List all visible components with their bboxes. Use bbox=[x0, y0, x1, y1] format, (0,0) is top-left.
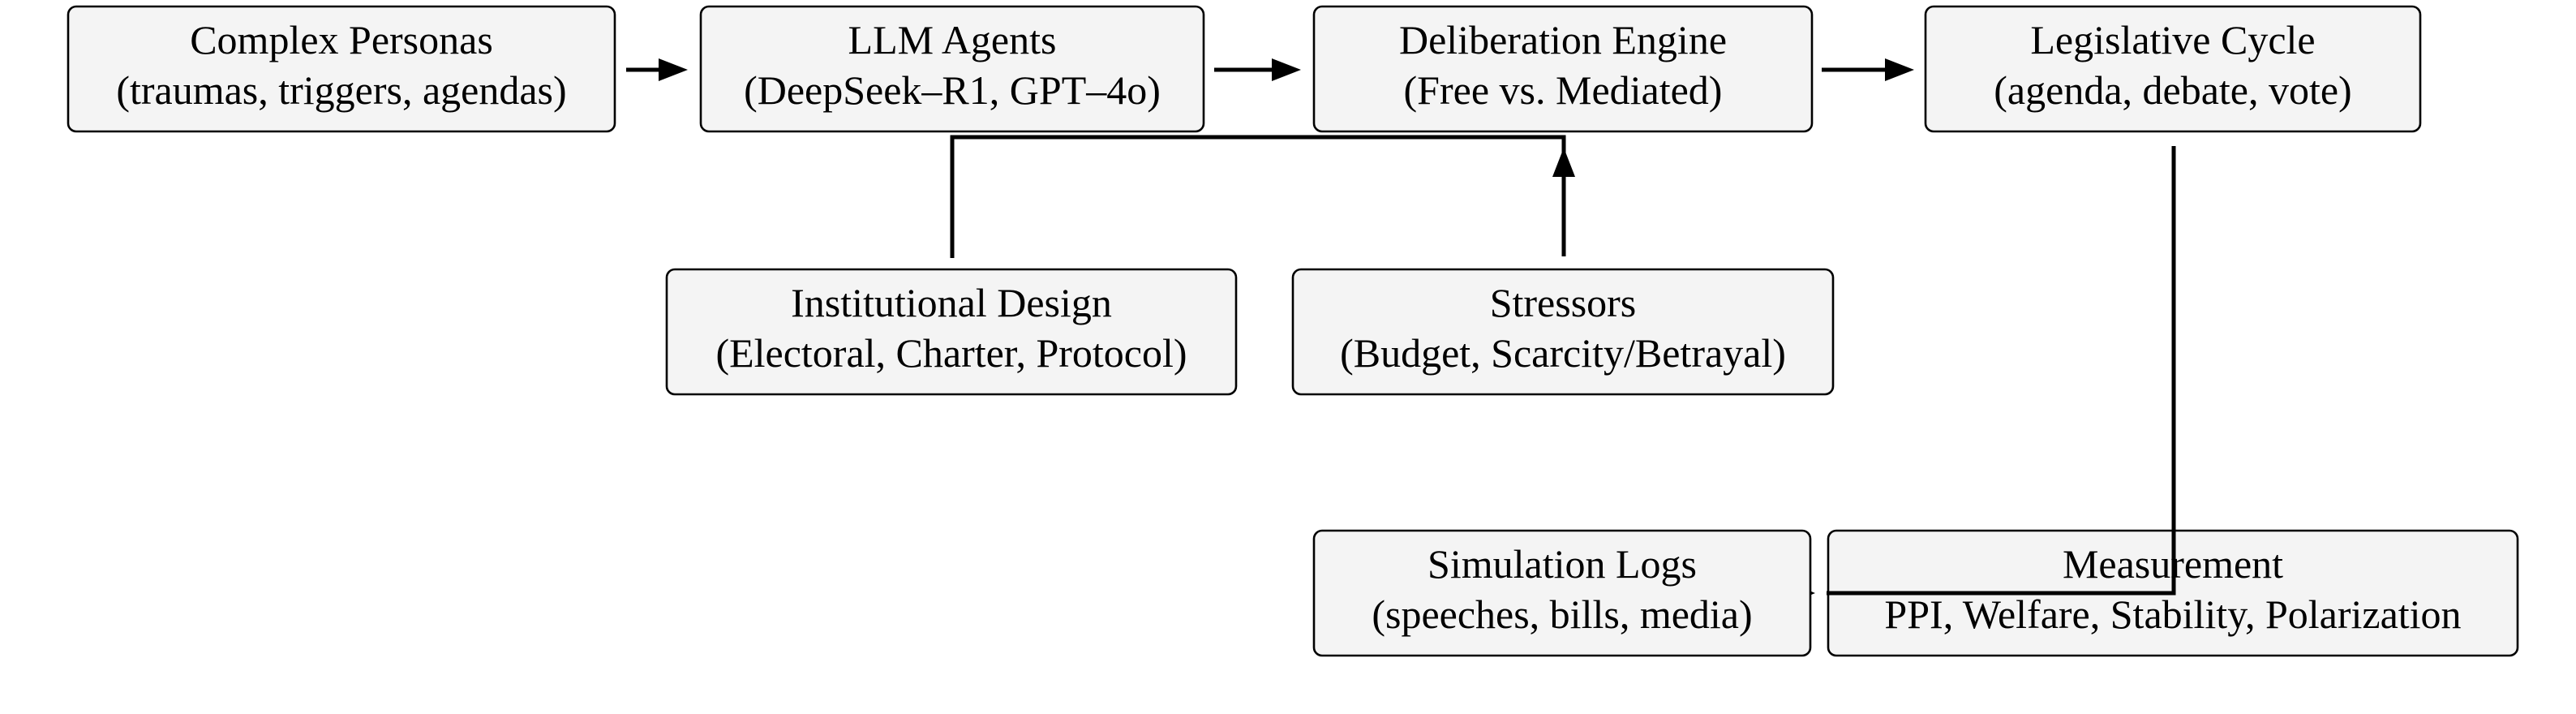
node-institutional-design-subtitle: (Electoral, Charter, Protocol) bbox=[715, 330, 1187, 376]
node-simulation-logs-title: Simulation Logs bbox=[1428, 541, 1697, 587]
node-complex-personas-title: Complex Personas bbox=[190, 17, 493, 62]
node-deliberation-engine-subtitle: (Free vs. Mediated) bbox=[1404, 67, 1723, 113]
edge-legislative-to-logs bbox=[1827, 146, 2176, 596]
node-legislative-cycle-subtitle: (agenda, debate, vote) bbox=[1994, 67, 2351, 113]
node-llm-agents-subtitle: (DeepSeek–R1, GPT–4o) bbox=[744, 67, 1161, 113]
node-institutional-design-title: Institutional Design bbox=[791, 280, 1112, 325]
node-llm-agents-title: LLM Agents bbox=[848, 17, 1057, 62]
node-stressors-subtitle: (Budget, Scarcity/Betrayal) bbox=[1340, 330, 1786, 376]
edge-institutional-to-deliberation bbox=[950, 135, 1566, 258]
node-complex-personas-subtitle: (traumas, triggers, agendas) bbox=[116, 67, 566, 113]
node-deliberation-engine-title: Deliberation Engine bbox=[1399, 17, 1727, 62]
node-institutional-design: Institutional Design (Electoral, Charter… bbox=[665, 268, 1238, 396]
node-simulation-logs-subtitle: (speeches, bills, media) bbox=[1372, 591, 1752, 637]
node-stressors: Stressors (Budget, Scarcity/Betrayal) bbox=[1291, 268, 1835, 396]
edge-legislative-through-measurement bbox=[1827, 529, 2176, 596]
node-deliberation-engine: Deliberation Engine (Free vs. Mediated) bbox=[1312, 5, 1814, 133]
arrowhead-agents-to-deliberation bbox=[1272, 58, 1301, 81]
node-legislative-cycle-title: Legislative Cycle bbox=[2030, 17, 2315, 62]
node-llm-agents: LLM Agents (DeepSeek–R1, GPT–4o) bbox=[699, 5, 1205, 133]
node-stressors-title: Stressors bbox=[1490, 280, 1637, 325]
node-legislative-cycle: Legislative Cycle (agenda, debate, vote) bbox=[1924, 5, 2422, 133]
arrowhead-deliberation-to-legislative bbox=[1885, 58, 1914, 81]
arrowhead-personas-to-agents bbox=[659, 58, 688, 81]
node-measurement-subtitle: PPI, Welfare, Stability, Polarization bbox=[1884, 591, 2461, 637]
node-complex-personas: Complex Personas (traumas, triggers, age… bbox=[67, 5, 616, 133]
node-simulation-logs: Simulation Logs (speeches, bills, media) bbox=[1312, 529, 1812, 657]
arrowhead-into-deliberation bbox=[1552, 148, 1575, 177]
